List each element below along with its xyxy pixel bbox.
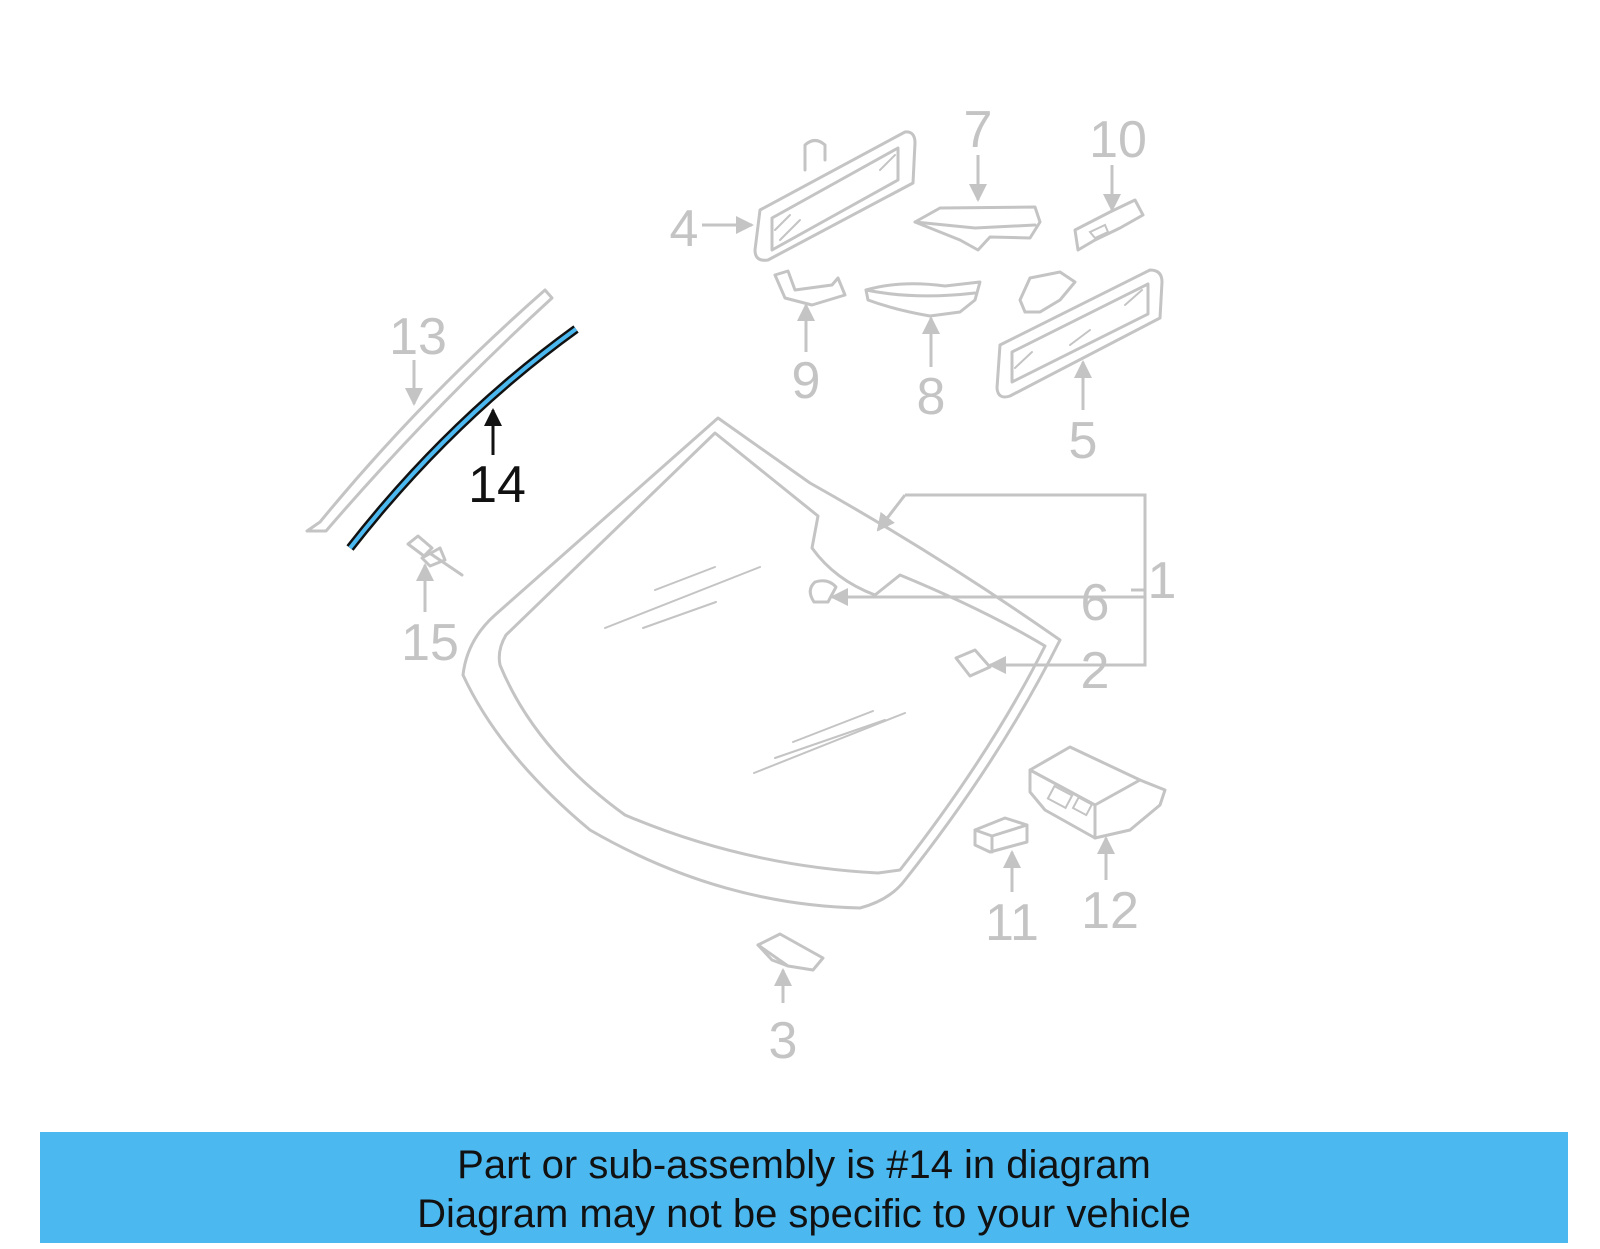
- callout-2: 2: [1081, 642, 1110, 700]
- part-14-highlight-fill: [348, 327, 578, 550]
- part-8-cover: [864, 280, 982, 318]
- banner-line-part-number: Part or sub-assembly is #14 in diagram: [457, 1143, 1151, 1187]
- part-2-sticker: [954, 648, 992, 678]
- callout-5: 5: [1069, 412, 1098, 470]
- callout-9: 9: [792, 352, 821, 410]
- callout-15: 15: [401, 614, 459, 672]
- callout-1: 1: [1148, 552, 1177, 610]
- callout-12: 12: [1081, 882, 1139, 940]
- callout-6: 6: [1081, 574, 1110, 632]
- part-4-mirror: [753, 130, 917, 262]
- part-7-cover: [913, 205, 1042, 252]
- part-14-strip-highlighted: [346, 325, 579, 551]
- info-banner: Part or sub-assembly is #14 in diagram D…: [40, 1132, 1568, 1243]
- part-9-bracket: [773, 269, 847, 307]
- banner-line-disclaimer: Diagram may not be specific to your vehi…: [417, 1192, 1191, 1236]
- callout-11: 11: [985, 894, 1039, 952]
- part-5-mirror: [995, 268, 1164, 399]
- part-15-clip: [406, 534, 464, 577]
- part-11-block: [973, 816, 1029, 854]
- part-12-module: [1028, 745, 1167, 840]
- leader-lines: [405, 155, 1147, 1003]
- part-1-windshield: [461, 416, 1062, 910]
- callout-10: 10: [1089, 111, 1147, 169]
- callout-13: 13: [389, 308, 447, 366]
- callout-labels: 1 2 3 4 5 6 7 8 9 10 11 12 13 14 15: [389, 101, 1176, 1070]
- callout-4: 4: [670, 200, 699, 258]
- part-10-bracket: [1073, 198, 1145, 252]
- callout-14: 14: [468, 456, 526, 514]
- callout-3: 3: [769, 1012, 798, 1070]
- callout-7: 7: [964, 101, 993, 159]
- part-13-molding: [305, 288, 554, 533]
- part-3-clip: [756, 932, 825, 972]
- callout-8: 8: [917, 368, 946, 426]
- part-6-sensor: [808, 579, 838, 604]
